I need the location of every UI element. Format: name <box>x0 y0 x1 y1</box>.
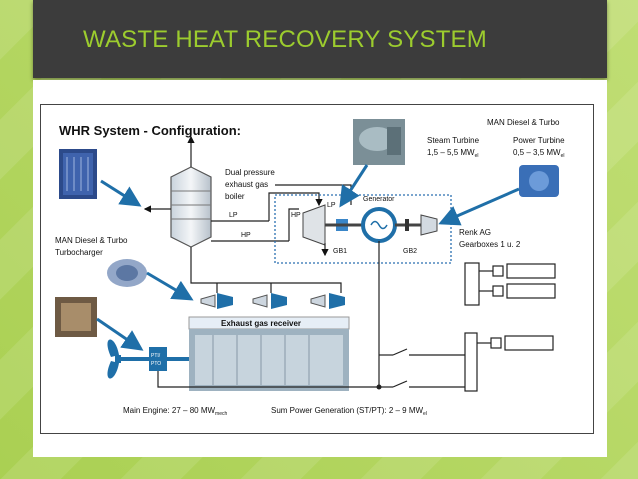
lp-label-turbine: LP <box>327 202 336 209</box>
gb1-label: GB1 <box>333 248 347 255</box>
power-turbine-photo <box>519 165 559 197</box>
heat-exchanger-photo <box>59 149 97 199</box>
switch-1 <box>392 348 408 356</box>
gb2-label: GB2 <box>403 248 417 255</box>
renk-label-2: Gearboxes 1 u. 2 <box>459 240 521 249</box>
pti-power-line <box>157 371 377 388</box>
exhaust-collector-line <box>190 273 342 293</box>
lp-label-boiler: LP <box>229 212 238 219</box>
hp-label-boiler: HP <box>241 232 251 239</box>
power-turbine-power: 0,5 – 3,5 MWel <box>513 148 564 159</box>
pti-pto-box <box>149 347 167 371</box>
exhaust-receiver-label: Exhaust gas receiver <box>221 319 301 328</box>
power-turbine-arrow <box>438 187 520 226</box>
renk-label-1: Renk AG <box>459 228 491 237</box>
title-bar: WASTE HEAT RECOVERY SYSTEM <box>33 0 607 78</box>
pti-pto-label-2: PTO <box>151 361 161 367</box>
hp-steam-line <box>288 208 299 241</box>
hp-label-turbine: HP <box>291 212 301 219</box>
boiler-label-2: exhaust gas <box>225 180 268 189</box>
turbocharger-photo <box>107 259 147 287</box>
steam-turbine-icon <box>302 204 326 246</box>
slide-title: WASTE HEAT RECOVERY SYSTEM <box>83 26 487 53</box>
boiler-icon <box>170 166 212 248</box>
steam-turbine-label: Steam Turbine <box>427 136 480 145</box>
gearbox-1-icon <box>464 262 480 306</box>
propeller-icon <box>107 339 121 379</box>
steam-turbine-photo <box>353 119 405 165</box>
boiler-label-3: boiler <box>225 192 245 201</box>
gearbox-1-machine <box>506 263 556 279</box>
consumer-machine <box>504 335 554 351</box>
turbocharger-label-1: MAN Diesel & Turbo <box>55 236 128 245</box>
man-diesel-turbo-top: MAN Diesel & Turbo <box>487 118 560 127</box>
turbine-generator-enclosure <box>274 194 452 264</box>
boiler-label-1: Dual pressure <box>225 168 275 177</box>
diagram-heading: WHR System - Configuration: <box>59 123 241 138</box>
main-engine-label: Main Engine: 27 – 80 MWmech <box>123 406 227 417</box>
lp-steam-line <box>268 192 323 221</box>
turbocharger-label-2: Turbocharger <box>55 248 103 257</box>
whr-diagram: WHR System - Configuration: Dual pressur… <box>40 104 594 434</box>
turbocharger-row <box>200 293 345 309</box>
turbocharger-arrow <box>146 271 194 301</box>
pti-pto-label-1: PTI/ <box>151 353 161 359</box>
steam-turbine-arrow <box>339 164 369 208</box>
whr-diagram-svg: WHR System - Configuration: Dual pressur… <box>55 118 565 417</box>
engine-room-photo <box>55 297 97 337</box>
power-turbine-label: Power Turbine <box>513 136 565 145</box>
gearbox-2-machine <box>506 283 556 299</box>
steam-turbine-power: 1,5 – 5,5 MWel <box>427 148 478 159</box>
power-turbine-icon <box>420 214 438 236</box>
generator-label: Generator <box>363 196 395 203</box>
main-engine-photo <box>189 329 349 391</box>
switchboard-icon <box>464 332 478 392</box>
engine-room-arrow <box>96 317 144 351</box>
sum-power-label: Sum Power Generation (ST/PT): 2 – 9 MWel <box>271 406 427 417</box>
switch-2 <box>392 380 408 388</box>
cooler-arrow <box>100 179 142 207</box>
